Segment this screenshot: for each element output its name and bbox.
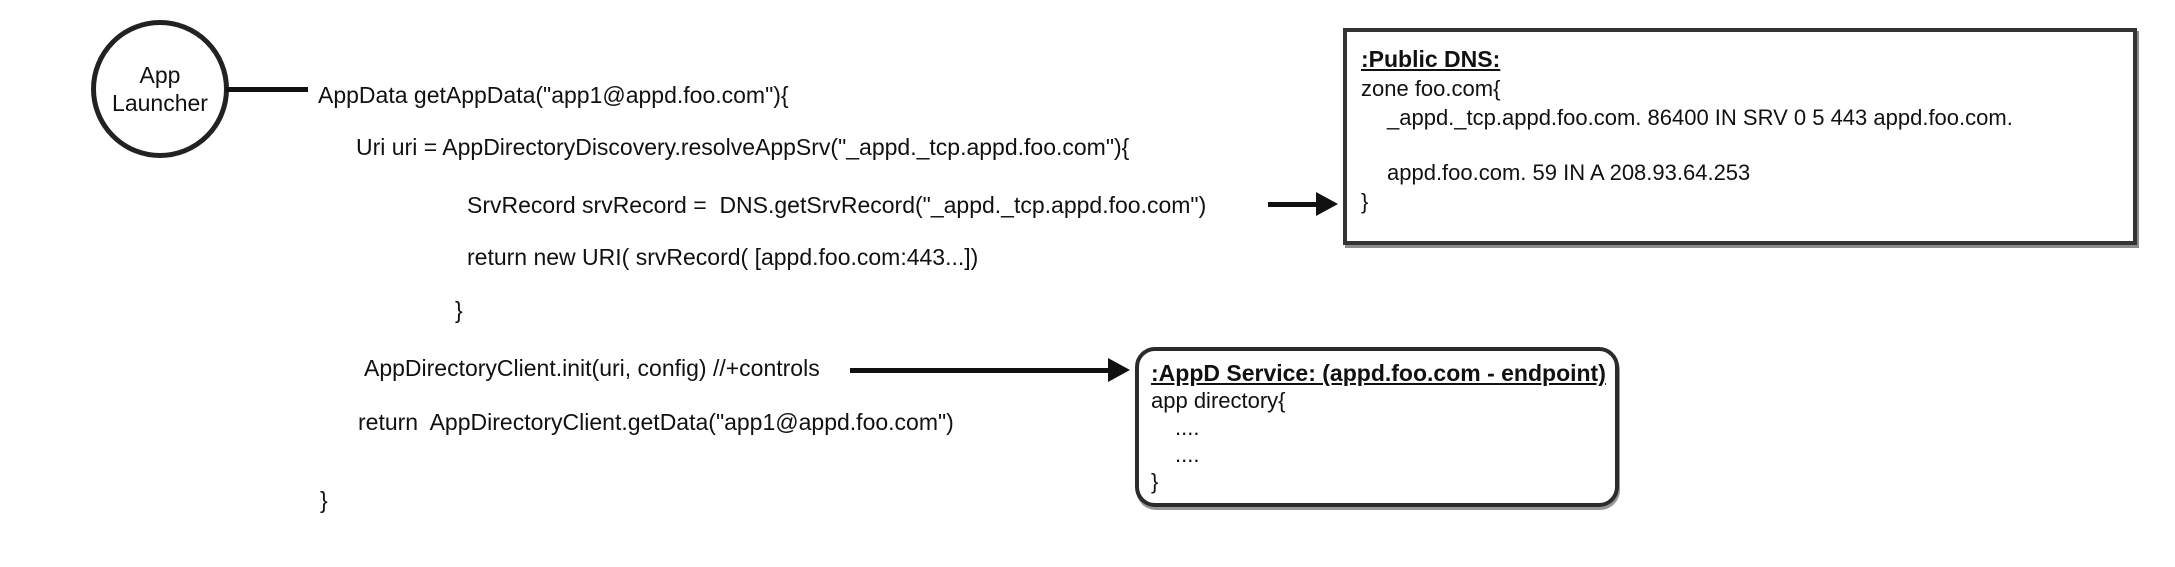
arrow-to-appd-service-shaft — [850, 368, 1110, 373]
app-launcher-node: App Launcher — [91, 20, 229, 158]
public-dns-zone-open: zone foo.com{ — [1361, 76, 1501, 101]
appd-service-dots-2: .... — [1175, 442, 1200, 467]
code-line-client-init: AppDirectoryClient.init(uri, config) //+… — [364, 355, 820, 381]
public-dns-srv-record: _appd._tcp.appd.foo.com. 86400 IN SRV 0 … — [1387, 105, 2013, 130]
app-launcher-label: App Launcher — [112, 62, 208, 116]
code-line-resolveappsrv: Uri uri = AppDirectoryDiscovery.resolveA… — [356, 134, 1130, 160]
appd-service-body-close: } — [1151, 469, 1159, 494]
code-line-outer-close-brace: } — [320, 487, 328, 513]
public-dns-a-record: appd.foo.com. 59 IN A 208.93.64.253 — [1387, 160, 1751, 185]
appd-service-box: :AppD Service: (appd.foo.com - endpoint)… — [1135, 347, 1619, 507]
public-dns-zone-close: } — [1361, 189, 1369, 214]
code-line-return-getdata: return AppDirectoryClient.getData("app1@… — [358, 409, 954, 435]
code-line-return-new-uri: return new URI( srvRecord( [appd.foo.com… — [467, 244, 979, 270]
appd-service-title: :AppD Service: (appd.foo.com - endpoint) — [1151, 360, 1606, 386]
code-line-getappdata: AppData getAppData("app1@appd.foo.com"){ — [318, 82, 789, 108]
arrow-to-public-dns-shaft — [1268, 202, 1318, 207]
appd-service-dots-1: .... — [1175, 415, 1200, 440]
code-line-getsrvrecord: SrvRecord srvRecord = DNS.getSrvRecord("… — [467, 192, 1207, 218]
public-dns-box: :Public DNS: zone foo.com{ _appd._tcp.ap… — [1343, 28, 2137, 245]
code-line-inner-close-brace: } — [455, 297, 463, 323]
appd-service-body-open: app directory{ — [1151, 388, 1286, 413]
launcher-connector-line — [226, 87, 308, 92]
arrow-to-appd-service-head-icon — [1108, 358, 1130, 382]
public-dns-title: :Public DNS: — [1361, 46, 1501, 72]
arrow-to-public-dns-head-icon — [1316, 192, 1338, 216]
